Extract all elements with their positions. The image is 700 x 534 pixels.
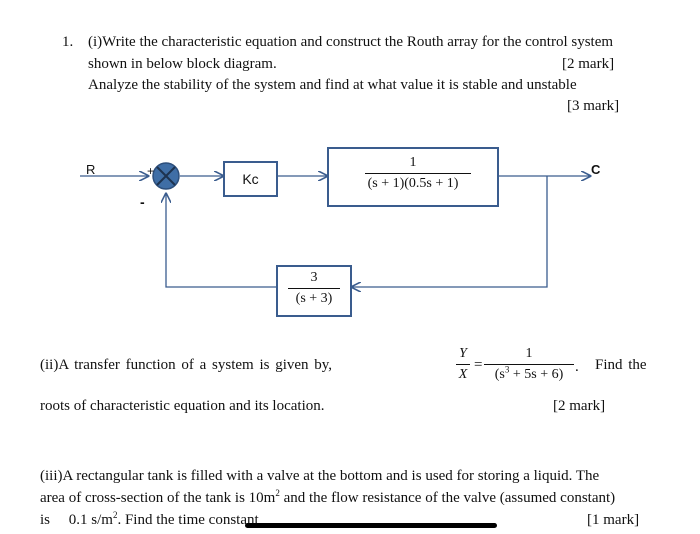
plant-block: 1 (s + 1)(0.5s + 1)	[327, 147, 499, 207]
output-label: C	[591, 162, 601, 177]
feedback-denominator: (s + 3)	[295, 291, 333, 306]
part1-line3: Analyze the stability of the system and …	[88, 77, 577, 93]
part1-line2: shown in below block diagram.	[88, 56, 277, 72]
input-label: R	[86, 162, 96, 177]
plant-denominator: (s + 1)(0.5s + 1)	[367, 176, 459, 191]
feedback-block: 3 (s + 3)	[276, 265, 352, 317]
part1-mark1: [2 mark]	[562, 56, 615, 72]
part2-period: .	[575, 359, 579, 375]
part2-equals: =	[474, 357, 483, 373]
part2-prefix: (ii)A transfer function of a system is g…	[40, 357, 333, 373]
part2-lhs-numerator: Y	[459, 346, 467, 361]
feedback-to-block-arrow	[352, 176, 548, 287]
redaction-bar	[245, 523, 497, 528]
question-number: 1.	[62, 34, 74, 50]
part3-line2: area of cross-section of the tank is 10m…	[40, 488, 616, 507]
part3-line1: (iii)A rectangular tank is filled with a…	[40, 468, 600, 484]
part1-mark2: [3 mark]	[567, 98, 620, 114]
plus-sign: +	[147, 164, 155, 178]
part2-mark: [2 mark]	[553, 398, 606, 414]
summing-junction	[152, 162, 180, 190]
feedback-numerator: 3	[310, 270, 318, 285]
minus-sign: -	[140, 194, 145, 210]
part3-line3: is 0.1 s/m2. Find the time constant	[40, 510, 259, 529]
plant-transfer-function: 1 (s + 1)(0.5s + 1)	[329, 155, 497, 192]
feedback-transfer-function: 3 (s + 3)	[278, 270, 350, 307]
part2-rhs-denominator: (s3 + 5s + 6)	[494, 364, 564, 382]
part2-suffix: Find the	[595, 357, 647, 373]
controller-block: Kc	[223, 161, 278, 197]
part2-lhs-fraction: Y X	[456, 346, 470, 383]
part3-mark: [1 mark]	[587, 512, 640, 528]
feedback-to-junction-arrow	[166, 194, 276, 288]
part2-rhs-fraction: 1 (s3 + 5s + 6)	[484, 346, 574, 383]
part2-lhs-denominator: X	[458, 367, 468, 382]
part1-line1: (i)Write the characteristic equation and…	[88, 34, 614, 50]
part2-line2: roots of characteristic equation and its…	[40, 398, 325, 414]
plant-numerator: 1	[409, 155, 417, 170]
part2-rhs-numerator: 1	[525, 346, 533, 361]
controller-label: Kc	[242, 171, 259, 187]
